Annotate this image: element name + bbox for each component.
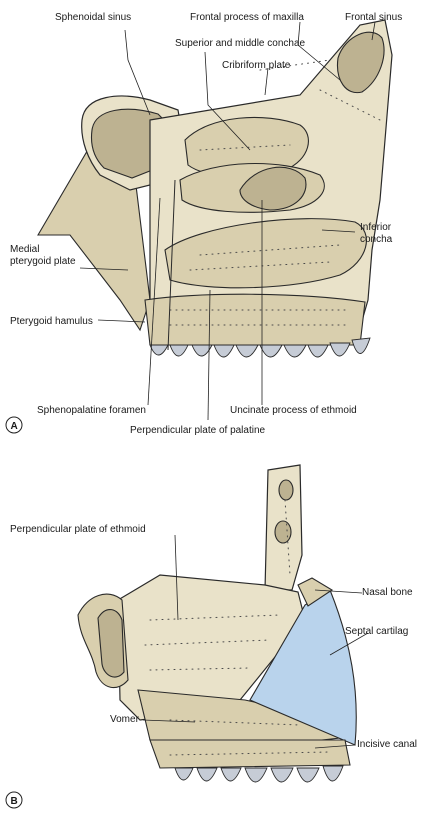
panel-letter-a: A: [11, 421, 18, 432]
label-inferior-concha-2: concha: [360, 234, 393, 245]
label-pterygoid-hamulus: Pterygoid hamulus: [10, 316, 93, 327]
panel-letter-b: B: [11, 796, 18, 807]
label-superior-middle-conchae: Superior and middle conchae: [175, 38, 306, 49]
label-nasal-bone: Nasal bone: [362, 587, 413, 598]
label-sphenoidal-sinus: Sphenoidal sinus: [55, 12, 131, 23]
label-frontal-sinus: Frontal sinus: [345, 12, 402, 23]
label-uncinate-process: Uncinate process of ethmoid: [230, 405, 357, 416]
panel-b-drawing: [78, 465, 356, 782]
label-perpendicular-plate-ethmoid: Perpendicular plate of ethmoid: [10, 524, 146, 535]
panel-a-marker: A: [6, 417, 22, 433]
label-sphenopalatine-foramen: Sphenopalatine foramen: [37, 405, 146, 416]
label-incisive-canal: Incisive canal: [357, 739, 417, 750]
label-septal-cartilage: Septal cartilag: [345, 626, 408, 637]
panel-a-drawing: [38, 20, 392, 357]
panel-b-marker: B: [6, 792, 22, 808]
label-medial-pterygoid-1: Medial: [10, 244, 39, 255]
label-frontal-process-maxilla: Frontal process of maxilla: [190, 12, 304, 23]
label-inferior-concha-1: Inferior: [360, 222, 392, 233]
label-perpendicular-plate-palatine: Perpendicular plate of palatine: [130, 425, 266, 436]
label-cribriform-plate: Cribriform plate: [222, 60, 291, 71]
label-medial-pterygoid-2: pterygoid plate: [10, 256, 76, 267]
label-vomer: Vomer: [110, 714, 140, 725]
